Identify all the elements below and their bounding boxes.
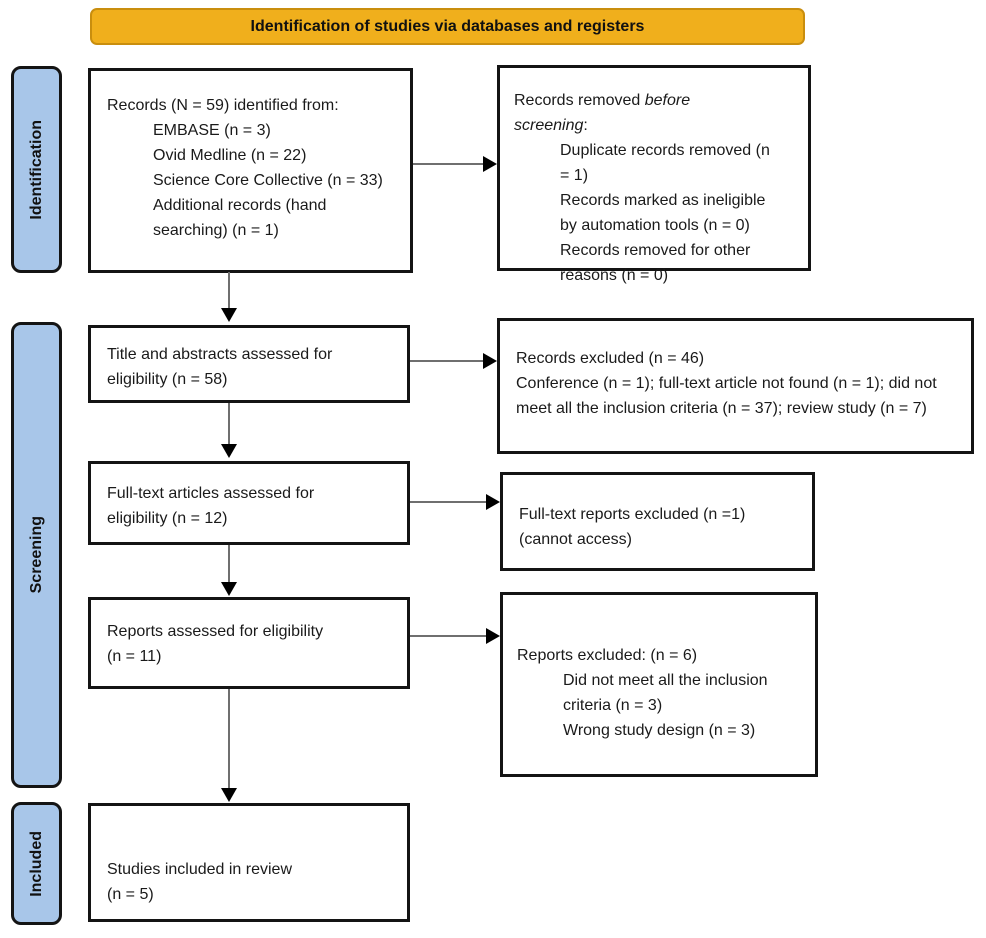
arrow-down-icon [221,444,237,458]
records-identified-box: Records (N = 59) identified from: EMBASE… [88,68,413,273]
arrow-line [228,403,230,444]
records-identified-item: Additional records (hand searching) (n =… [153,197,327,239]
fulltext-excluded-line: (cannot access) [519,531,632,548]
stage-identification-label: Identification [27,119,45,220]
arrow-line [410,360,483,362]
arrow-down-icon [221,788,237,802]
diagram-header-banner: Identification of studies via databases … [90,8,805,45]
stage-included-label: Included [27,830,45,897]
records-identified-title: Records (N = 59) identified from: [107,97,339,114]
reports-assessed-box: Reports assessed for eligibility (n = 11… [88,597,410,689]
records-excluded-box: Records excluded (n = 46) Conference (n … [497,318,974,454]
arrow-right-icon [483,353,497,369]
arrow-right-icon [483,156,497,172]
stage-screening: Screening [11,322,62,788]
records-removed-item: Duplicate records removed (n = 1) [560,142,770,184]
records-removed-item: Records removed for other reasons (n = 0… [560,242,751,284]
stage-screening-label: Screening [27,516,45,594]
reports-excluded-item: Did not meet all the inclusion criteria … [563,672,768,714]
records-excluded-title: Records excluded (n = 46) [516,350,705,367]
arrow-right-icon [486,494,500,510]
records-identified-item: Science Core Collective (n = 33) [153,172,383,189]
fulltext-assessed-line: eligibility (n = 12) [107,510,228,527]
arrow-line [410,501,486,503]
diagram-title: Identification of studies via databases … [250,17,645,35]
arrow-line [228,545,230,582]
records-removed-box: Records removed before screening: Duplic… [497,65,811,284]
fulltext-assessed-box: Full-text articles assessed for eligibil… [88,461,410,545]
records-identified-item: EMBASE (n = 3) [153,122,271,139]
title-abstracts-box: Title and abstracts assessed for eligibi… [88,325,410,403]
arrow-down-icon [221,308,237,322]
arrow-line [413,163,483,165]
studies-included-line: (n = 5) [107,886,154,903]
reports-assessed-line: (n = 11) [107,648,162,665]
fulltext-excluded-line: Full-text reports excluded (n =1) [519,506,746,523]
studies-included-line: Studies included in review [107,861,292,878]
stage-identification: Identification [11,66,62,273]
records-removed-title: Records removed before screening: [514,92,691,134]
arrow-line [410,635,486,637]
reports-excluded-title: Reports excluded: (n = 6) [517,647,698,664]
fulltext-assessed-line: Full-text articles assessed for [107,485,315,502]
arrow-right-icon [486,628,500,644]
reports-assessed-line: Reports assessed for eligibility [107,623,324,640]
records-identified-item: Ovid Medline (n = 22) [153,147,307,164]
records-removed-item: Records marked as ineligible by automati… [560,192,766,234]
reports-excluded-box: Reports excluded: (n = 6) Did not meet a… [500,592,818,777]
title-abstracts-line: Title and abstracts assessed for [107,346,333,363]
arrow-line [228,689,230,788]
studies-included-box: Studies included in review (n = 5) [88,803,410,922]
reports-excluded-item: Wrong study design (n = 3) [563,722,756,739]
stage-included: Included [11,802,62,925]
fulltext-excluded-box: Full-text reports excluded (n =1) (canno… [500,472,815,571]
arrow-line [228,272,230,308]
records-excluded-detail: Conference (n = 1); full-text article no… [516,375,937,417]
arrow-down-icon [221,582,237,596]
title-abstracts-line: eligibility (n = 58) [107,371,228,388]
